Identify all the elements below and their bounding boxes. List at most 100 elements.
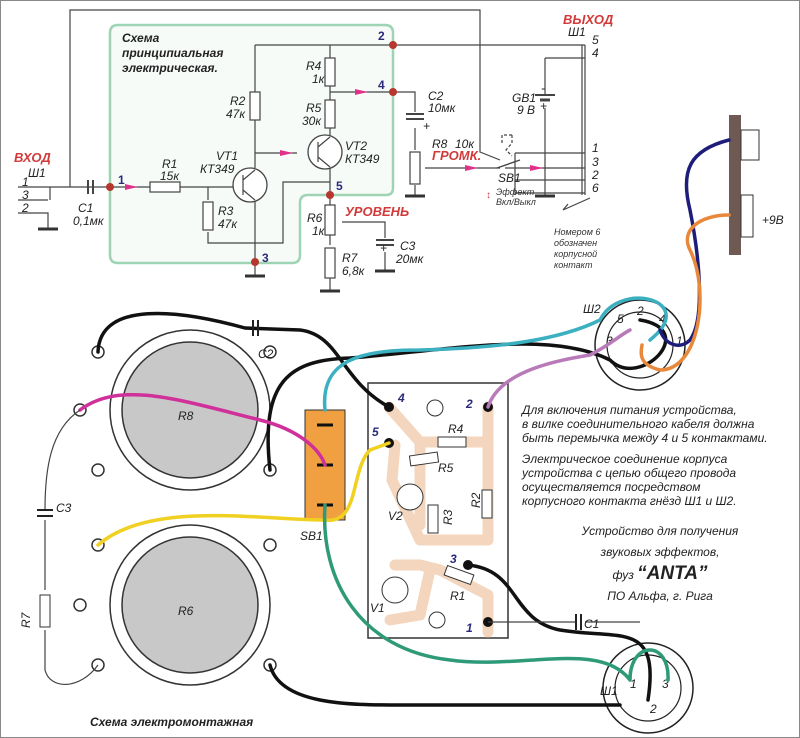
node-dots: [106, 41, 397, 266]
r6-value: 1к: [312, 224, 326, 238]
r7-wiring-label: R7: [19, 611, 33, 628]
c3-name: C3: [400, 239, 416, 253]
effect-line-2: Вкл/Выкл: [496, 197, 536, 207]
node-5: 5: [336, 179, 343, 193]
r8-name: R8: [432, 137, 448, 151]
pcb-label-v2: V2: [388, 509, 403, 523]
c2-name: C2: [428, 89, 444, 103]
wiring-diagram: R8 R6 4 2 5 3 1: [19, 138, 731, 734]
pin6-note-4: контакт: [554, 260, 593, 270]
volume-label: ГРОМК.: [432, 148, 481, 163]
pot-r8: R8: [109, 329, 271, 491]
pcb-label-r3: R3: [441, 509, 455, 525]
r4-symbol: [324, 57, 336, 87]
pin6-pointer: [562, 197, 591, 211]
resistors: [149, 57, 421, 279]
pcb-r2: [481, 489, 493, 519]
wire-orange: [639, 213, 731, 372]
output-pin-2: 2: [591, 168, 599, 182]
r3-symbol: [202, 201, 214, 231]
ground-note-4: корпусного контакта гнёзд Ш1 и Ш2.: [522, 494, 737, 508]
r7-symbol: [324, 247, 336, 279]
product-line-2: звуковых эффектов,: [600, 545, 720, 559]
plug-voltage-label: +9В: [762, 213, 784, 227]
wire-top: [69, 9, 501, 187]
pcb-pad-2: 2: [465, 397, 473, 411]
wire-green: [322, 503, 670, 682]
node-4: 4: [378, 78, 385, 92]
sh2-label: Ш2: [583, 302, 601, 316]
sb1-name: SB1: [498, 171, 521, 185]
pcb-label-r5: R5: [438, 461, 454, 475]
c2-value: 10мк: [428, 101, 457, 115]
pcb-r4: [437, 436, 467, 448]
r2-name: R2: [230, 94, 246, 108]
c1-value: 0,1мк: [73, 214, 105, 228]
sb1-actuator: [501, 134, 513, 157]
wiring-title: Схема электромонтажная: [90, 715, 253, 729]
schematic-title-3: электрическая.: [122, 61, 218, 75]
product-maker: ПО Альфа, г. Рига: [607, 589, 713, 603]
r3-value: 47к: [218, 217, 238, 231]
r1-value: 15к: [160, 169, 180, 183]
pcb-pad-labels: 4 2 5 3 1: [372, 391, 473, 635]
signal-arrows: [125, 89, 543, 190]
schematic-frame: [108, 23, 395, 265]
gb1-value: 9 В: [517, 103, 535, 117]
pcb-pad-5: 5: [372, 425, 379, 439]
pcb-mount-hole-top: [426, 399, 444, 417]
pcb-parts: [381, 399, 493, 629]
output-jack-label: Ш1: [568, 25, 586, 39]
sh2-pin-2: 2: [636, 304, 644, 318]
pcb-label-r2: R2: [469, 492, 483, 508]
output-pin-4: 4: [592, 46, 599, 60]
vt2-leads: [317, 136, 331, 168]
pin6-note-2: обозначен: [554, 238, 597, 248]
wire-yellow: [96, 441, 391, 547]
r5-symbol: [324, 99, 336, 129]
pcb-pad-1: 1: [466, 621, 473, 635]
pcb-v1: [381, 576, 409, 604]
wire-violet: [486, 328, 632, 409]
c3-capacitor: [37, 509, 53, 517]
product-prefix: фуз: [612, 568, 634, 582]
sb1-switch-symbol[interactable]: [496, 159, 521, 169]
pcb-label-r4: R4: [448, 422, 464, 436]
output-pin-6: 6: [592, 181, 599, 195]
pcb-pad-4: 4: [397, 391, 405, 405]
r8-symbol: [409, 151, 421, 185]
vt1-leads: [242, 169, 256, 201]
wire-c2-black: [96, 311, 391, 409]
pot-r6: R6: [109, 524, 271, 686]
sh1-pin-3: 3: [662, 677, 669, 691]
c2-plus: +: [423, 119, 430, 133]
sb1-label: SB1: [300, 529, 323, 543]
sh1-pin-1: 1: [630, 677, 637, 691]
wire-input-pins: [18, 187, 51, 228]
r6-symbol: [324, 204, 336, 236]
plug-tip: [740, 129, 760, 161]
r2-symbol: [249, 91, 261, 121]
sh1-label: Ш1: [600, 684, 618, 698]
r6-name: R6: [307, 211, 323, 225]
r5-name: R5: [306, 101, 322, 115]
wire-c3: [342, 221, 386, 270]
vt2-value: КТ349: [345, 152, 380, 166]
c2-wiring-label: C2: [258, 347, 274, 361]
wire-black-bottom: [268, 663, 622, 707]
node-2: 2: [378, 29, 385, 43]
sh2-pin-3: 3: [606, 334, 613, 348]
vt1-name: VT1: [216, 149, 238, 163]
level-label: УРОВЕНЬ: [345, 204, 409, 219]
jack-sh2: Ш2 5 2 4 3 1: [583, 299, 686, 391]
product-title: Устройство для получения звуковых эффект…: [581, 524, 739, 603]
r2-value: 47к: [226, 107, 246, 121]
pcb-v2: [396, 483, 424, 511]
wire-mid: [207, 152, 331, 290]
node-1: 1: [118, 173, 125, 187]
pcb-pad-3: 3: [450, 552, 457, 566]
schematic-title-2: принципиальная: [122, 46, 223, 60]
c3-wiring-label: C3: [56, 501, 72, 515]
effect-arrow-icon: ↕: [486, 190, 491, 201]
